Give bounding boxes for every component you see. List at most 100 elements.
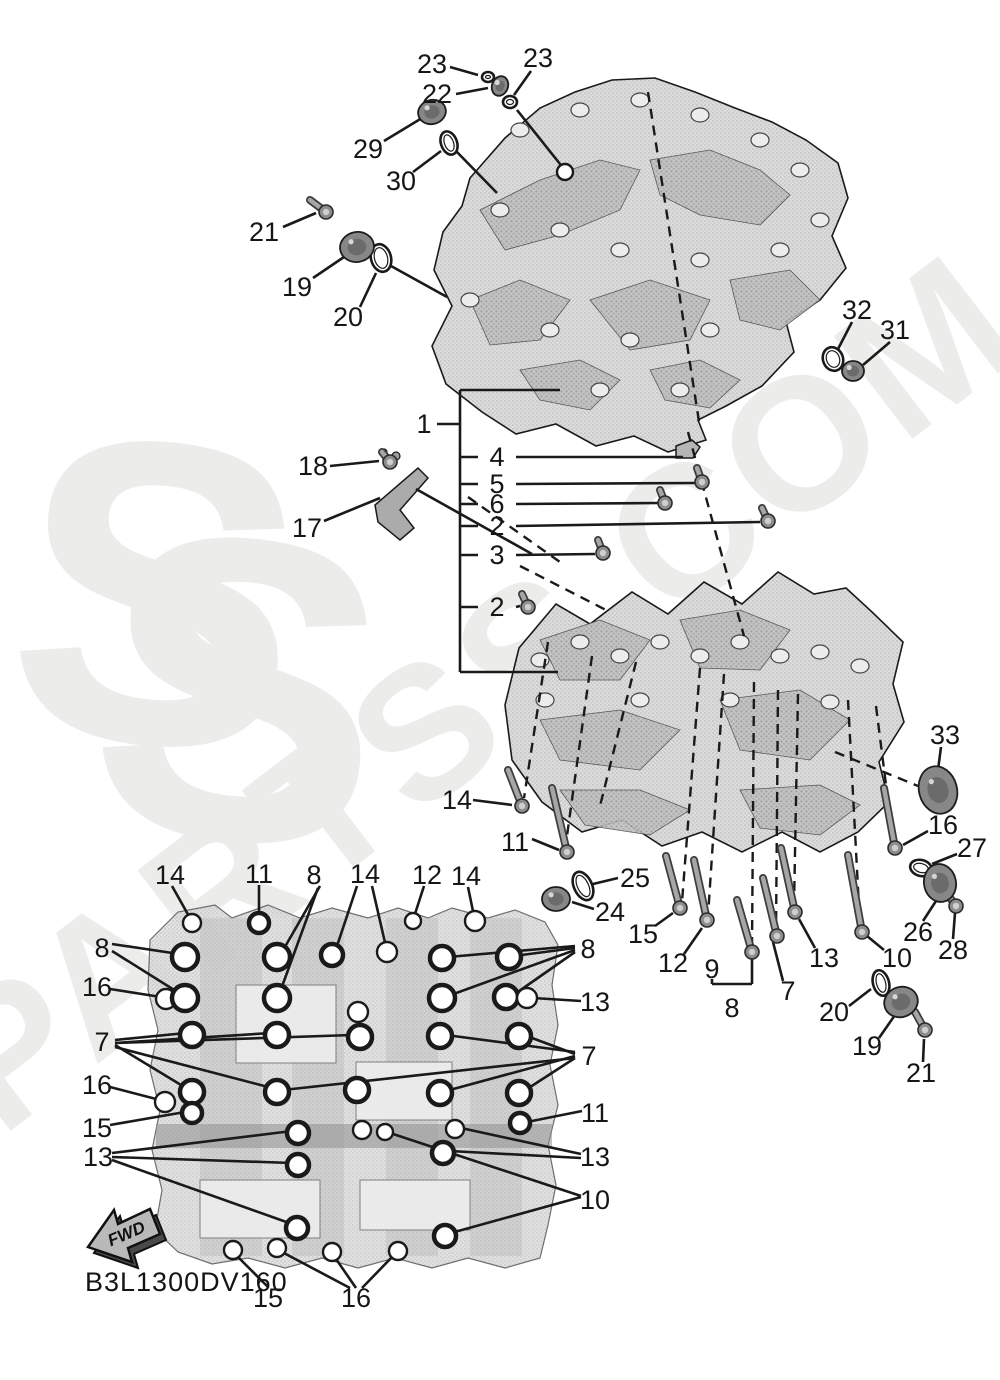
callout-12[interactable]: 12 (412, 860, 442, 890)
callout-19[interactable]: 19 (852, 1031, 882, 1061)
callout-26[interactable]: 26 (903, 917, 933, 947)
callout-15[interactable]: 15 (253, 1283, 283, 1313)
bolt-hole (351, 1119, 373, 1141)
o-ring (484, 74, 492, 80)
callout-19[interactable]: 19 (282, 272, 312, 302)
boss-detail (770, 648, 790, 664)
bolt-head (386, 458, 394, 466)
callout-15[interactable]: 15 (82, 1113, 112, 1143)
bolt-hole (427, 943, 457, 973)
callout-14[interactable]: 14 (350, 859, 380, 889)
callout-20[interactable]: 20 (333, 302, 363, 332)
callout-4[interactable]: 4 (489, 442, 504, 472)
callout-31[interactable]: 31 (880, 315, 910, 345)
bolt-hole (283, 1214, 311, 1242)
leader-line (361, 1254, 395, 1289)
callout-18[interactable]: 18 (298, 451, 328, 481)
leader-line (358, 272, 378, 308)
callout-11[interactable]: 11 (501, 827, 529, 857)
callout-32[interactable]: 32 (842, 295, 872, 325)
o-ring (505, 98, 515, 106)
boss-detail (750, 132, 770, 148)
callout-8[interactable]: 8 (724, 993, 739, 1023)
leader-line (797, 918, 817, 949)
callout-14[interactable]: 14 (155, 860, 185, 890)
leader-line (111, 1129, 293, 1155)
callout-14[interactable]: 14 (442, 785, 472, 815)
callout-8[interactable]: 8 (94, 933, 109, 963)
case-pocket (359, 1179, 471, 1231)
callout-7[interactable]: 7 (581, 1041, 596, 1071)
callout-16[interactable]: 16 (82, 972, 112, 1002)
callout-12[interactable]: 12 (658, 948, 688, 978)
bolt-hole (177, 1077, 207, 1107)
alignment-dashed-line (834, 750, 919, 788)
bolt-shaft (663, 853, 683, 911)
leader-line (170, 885, 192, 919)
callout-15[interactable]: 15 (628, 919, 658, 949)
callout-7[interactable]: 7 (94, 1027, 109, 1057)
callout-33[interactable]: 33 (930, 720, 960, 750)
callout-1[interactable]: 1 (416, 409, 431, 439)
leader-line (592, 876, 619, 886)
callout-2[interactable]: 2 (489, 511, 504, 541)
callout-14[interactable]: 14 (451, 861, 481, 891)
callout-6[interactable]: 6 (489, 489, 504, 519)
cap-part (348, 239, 354, 245)
cap-part (846, 364, 852, 371)
callout-23[interactable]: 23 (417, 49, 447, 79)
callout-11[interactable]: 11 (581, 1098, 609, 1128)
callout-16[interactable]: 16 (82, 1070, 112, 1100)
boss-detail (730, 634, 750, 650)
callout-27[interactable]: 27 (957, 833, 987, 863)
callout-29[interactable]: 29 (353, 134, 383, 164)
callout-13[interactable]: 13 (83, 1142, 113, 1172)
callout-30[interactable]: 30 (386, 166, 416, 196)
callout-24[interactable]: 24 (595, 897, 625, 927)
bolt-hole (318, 941, 346, 969)
leader-line (415, 487, 533, 556)
callout-16[interactable]: 16 (341, 1283, 371, 1313)
callout-25[interactable]: 25 (620, 863, 650, 893)
bolt-hole (169, 982, 201, 1014)
bolt-head (773, 932, 781, 940)
leader-line (114, 1045, 273, 1090)
callout-20[interactable]: 20 (819, 997, 849, 1027)
callout-3[interactable]: 3 (489, 540, 504, 570)
callout-2[interactable]: 2 (489, 592, 504, 622)
callout-13[interactable]: 13 (580, 987, 610, 1017)
leader-line (526, 1109, 583, 1124)
callout-10[interactable]: 10 (580, 1185, 610, 1215)
callout-8[interactable]: 8 (580, 934, 595, 964)
bolt-head (661, 499, 669, 507)
callout-13[interactable]: 13 (809, 943, 839, 973)
leader-line (682, 927, 704, 955)
callout-28[interactable]: 28 (938, 935, 968, 965)
bolt-hole (169, 941, 201, 973)
bolt-hole (266, 1237, 288, 1259)
callout-8[interactable]: 8 (306, 860, 321, 890)
callout-22[interactable]: 22 (422, 79, 452, 109)
bolt-head (703, 916, 711, 924)
leader-line (866, 934, 885, 952)
callout-21[interactable]: 21 (906, 1058, 936, 1088)
bolt-head (952, 902, 960, 910)
callout-7[interactable]: 7 (780, 976, 795, 1006)
callout-11[interactable]: 11 (245, 859, 273, 889)
o-ring (825, 350, 841, 368)
bolt-shaft (778, 845, 798, 915)
callout-21[interactable]: 21 (249, 217, 279, 247)
callout-9[interactable]: 9 (704, 954, 719, 984)
callout-10[interactable]: 10 (882, 943, 912, 973)
bolt-hole (262, 1077, 292, 1107)
callout-13[interactable]: 13 (580, 1142, 610, 1172)
callout-16[interactable]: 16 (928, 810, 958, 840)
callout-23[interactable]: 23 (523, 43, 553, 73)
o-ring (571, 870, 595, 902)
callout-5[interactable]: 5 (489, 469, 504, 499)
boss-detail (820, 694, 840, 710)
alignment-dashed-line (706, 673, 726, 917)
cap-part (892, 994, 898, 1000)
callout-17[interactable]: 17 (292, 513, 322, 543)
